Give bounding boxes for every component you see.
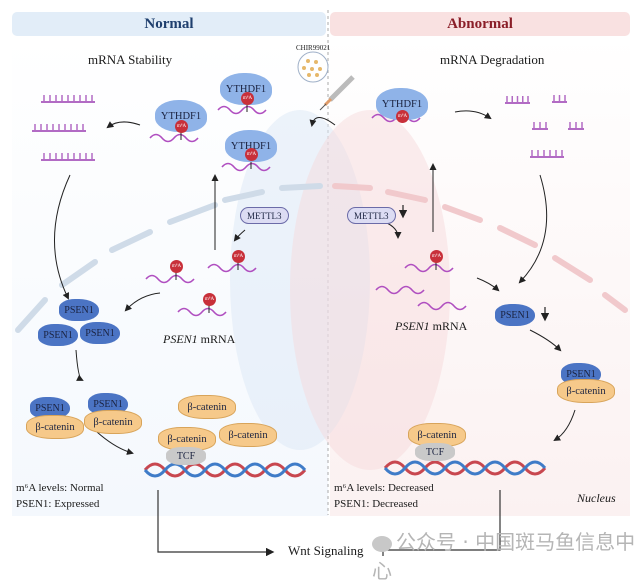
wnt-activation-line — [157, 490, 275, 557]
mettl3-enzyme: METTL3 — [347, 207, 396, 224]
psen1-protein: PSEN1 — [38, 324, 78, 346]
m6a-mark: m⁶A — [245, 148, 258, 161]
nuclear-envelope-abnormal — [332, 183, 628, 313]
background-anatomy-left — [230, 110, 370, 450]
mrna-suffix: mRNA — [429, 319, 468, 333]
gene-name: PSEN1 — [395, 319, 430, 333]
wnt-signaling-label: Wnt Signaling — [288, 543, 364, 558]
psen1-mrna-label-abnormal: PSEN1 mRNA — [395, 318, 467, 334]
beta-catenin-protein: β-catenin — [219, 423, 277, 447]
beta-catenin-protein: β-catenin — [84, 410, 142, 434]
m6a-mark: m⁶A — [203, 293, 216, 306]
abnormal-psen1-status: PSEN1: Decreased — [334, 498, 419, 510]
beta-catenin-protein: β-catenin — [158, 427, 216, 451]
beta-catenin-protein: β-catenin — [557, 379, 615, 403]
m6a-mark: m⁶A — [232, 250, 245, 263]
pathway-arrows — [54, 110, 576, 455]
abnormal-m6a-status: m⁶A levels: Decreased — [334, 482, 434, 494]
psen1-protein: PSEN1 — [30, 397, 70, 419]
m6a-mark: m⁶A — [241, 92, 254, 105]
nuclear-envelope-normal — [15, 183, 323, 333]
drug-label: CHIR99021 — [296, 44, 331, 52]
decrease-arrows — [398, 205, 550, 322]
gene-name: PSEN1 — [163, 332, 198, 346]
mettl3-enzyme: METTL3 — [240, 207, 289, 224]
watermark-text: 公众号 · 中国斑马鱼信息中心 — [372, 530, 636, 583]
psen1-protein: PSEN1 — [59, 299, 99, 321]
background-anatomy-right — [290, 110, 450, 470]
normal-title: mRNA Stability — [88, 52, 173, 67]
m6a-mark: m⁶A — [170, 260, 183, 273]
m6a-mark: m⁶A — [175, 120, 188, 133]
drug-particles — [302, 59, 322, 77]
normal-header: Normal — [12, 12, 326, 36]
beta-catenin-protein: β-catenin — [178, 395, 236, 419]
abnormal-title: mRNA Degradation — [440, 52, 545, 67]
watermark: 公众号 · 中国斑马鱼信息中心 — [372, 526, 642, 584]
psen1-mrna-label-normal: PSEN1 mRNA — [163, 331, 235, 347]
m6a-mark: m⁶A — [396, 110, 409, 123]
normal-psen1-status: PSEN1: Expressed — [16, 498, 100, 510]
abnormal-header: Abnormal — [330, 12, 630, 36]
m6a-mark: m⁶A — [430, 250, 443, 263]
mrna-suffix: mRNA — [197, 332, 236, 346]
wechat-icon — [372, 535, 392, 552]
stable-mrna-teeth — [34, 95, 93, 160]
syringe-icon — [319, 75, 355, 111]
wnt-inhibition-line — [383, 490, 501, 551]
nucleus-label: Nucleus — [577, 491, 616, 505]
dna-helix-abnormal — [383, 460, 547, 476]
dna-helix-normal — [143, 462, 307, 478]
tcf-factor: TCF — [166, 447, 206, 465]
mrna-waves — [145, 105, 467, 317]
psen1-protein: PSEN1 — [495, 304, 535, 326]
drug-dish-icon — [297, 51, 329, 83]
beta-catenin-protein: β-catenin — [26, 415, 84, 439]
tcf-factor: TCF — [415, 443, 455, 461]
diagram-graphics — [15, 10, 628, 557]
degraded-mrna-fragments — [505, 101, 584, 158]
normal-m6a-status: m⁶A levels: Normal — [16, 482, 104, 494]
psen1-protein: PSEN1 — [80, 322, 120, 344]
